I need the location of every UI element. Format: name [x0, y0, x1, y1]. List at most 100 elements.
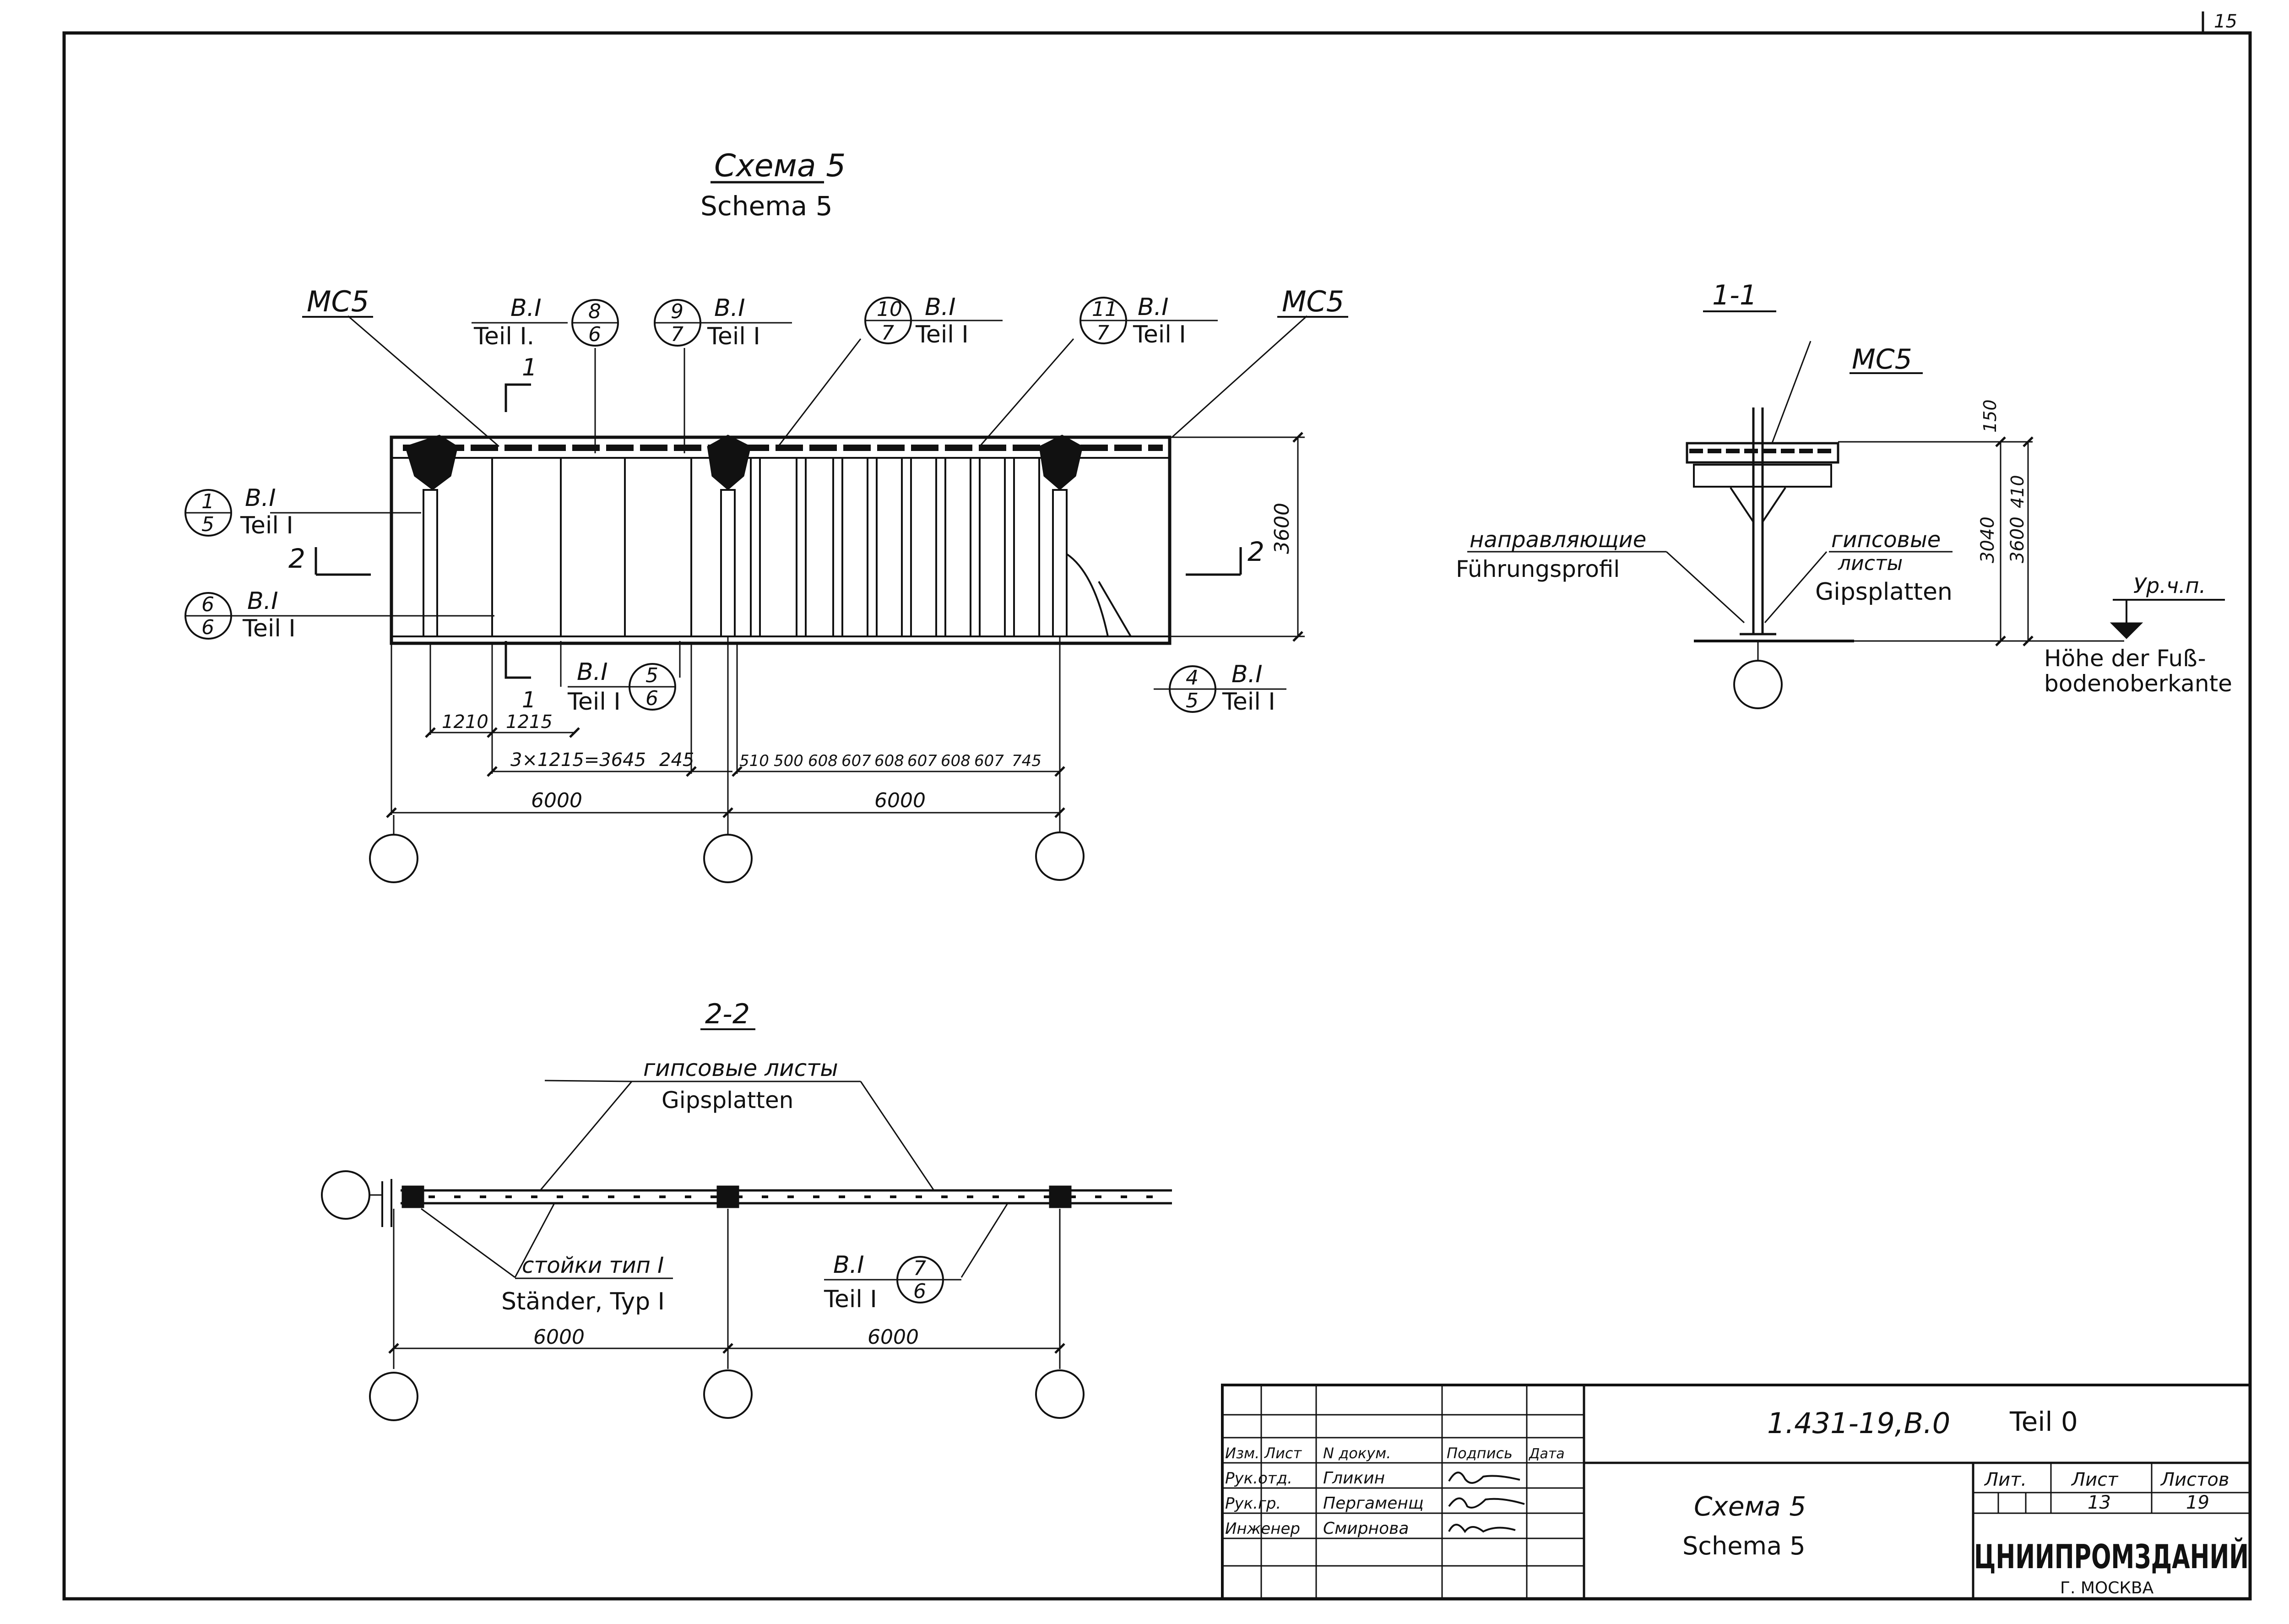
dim-150: 150: [1980, 399, 2000, 433]
floor-level-de-1: Höhe der Fuß-: [2044, 645, 2206, 672]
leader-lines: [270, 315, 1308, 687]
section-2-2-dim-left: 6000: [533, 1325, 585, 1349]
sheets-total: 19: [2186, 1492, 2209, 1513]
section-2-mark-left: [315, 547, 371, 576]
ref-5-num: 5: [645, 664, 658, 687]
dim-1215: 1215: [506, 712, 553, 733]
ref-4-bi: В.I: [1231, 661, 1263, 688]
col-header-doc: N докум.: [1323, 1445, 1391, 1462]
dim-span-left: 6000: [531, 789, 582, 812]
ref-4-sheet: 5: [1186, 689, 1199, 712]
ref-11-num: 11: [1092, 298, 1117, 321]
dim-span-right: 6000: [874, 789, 926, 812]
dim-right-bay-6: 607: [907, 752, 937, 770]
ref-9-bi: В.I: [714, 294, 745, 322]
ref-4-num: 4: [1186, 666, 1199, 690]
section-1-top-label: 1: [522, 354, 537, 381]
dimension-ticks: [386, 432, 1303, 818]
ref-8-teil: Teil I.: [473, 323, 534, 350]
section-1-1-gypsum-ru-2: листы: [1838, 552, 1903, 575]
dimension-lines: [391, 437, 1299, 814]
dim-right-bay-7: 608: [941, 752, 971, 770]
section-2-2-gypsum-de: Gipsplatten: [662, 1087, 793, 1113]
plan-column-right: [1049, 1185, 1072, 1208]
section-2-2-side-bubble: [321, 1170, 370, 1220]
ref-6-sheet: 6: [201, 616, 214, 639]
level-marker-icon: [2110, 622, 2143, 639]
dim-right-bay-4: 607: [841, 752, 871, 770]
dim-right-bay-3: 608: [808, 752, 838, 770]
doc-part: Teil 0: [2009, 1406, 2078, 1437]
section-1-1-guide-ru: направляющие: [1470, 527, 1646, 553]
section-1-1-guide-de: Führungsprofil: [1456, 556, 1620, 582]
section-1-1-mc5: МС5: [1852, 343, 1912, 375]
ref-8-num: 8: [588, 300, 601, 323]
role-engineer: Инженер: [1225, 1520, 1300, 1538]
org-name: ЦНИИПРОМЗДАНИЙ: [1974, 1537, 2249, 1576]
column-left: [405, 435, 458, 637]
dim-1210: 1210: [442, 712, 488, 733]
ref-5-sheet: 6: [645, 687, 658, 710]
lit-label: Лит.: [1984, 1469, 2027, 1490]
ref-10-num: 10: [877, 298, 902, 321]
dim-right-bay-5: 608: [874, 752, 904, 770]
section-1-1-axis-bubble: [1733, 660, 1783, 709]
section-1-1: 1-1: [1456, 279, 2232, 709]
ref-11-sheet: 7: [1096, 321, 1109, 345]
ref-9-num: 9: [671, 300, 683, 323]
scheme-title-ru: Схема 5: [714, 148, 846, 184]
dimension-extension-lines: [391, 436, 1305, 815]
level-label: Ур.ч.п.: [2133, 573, 2206, 598]
sheet-frame: [62, 31, 2252, 1601]
doc-code: 1.431-19,В.0: [1767, 1407, 1950, 1440]
stud-type-de: Ständer, Typ I: [501, 1288, 665, 1315]
dim-right-bay-8: 607: [974, 752, 1004, 770]
name-pergament: Пергаменщ: [1323, 1494, 1424, 1513]
ref-7-num: 7: [913, 1257, 926, 1280]
axis-bubble-2: [703, 834, 753, 883]
break-mark: [1066, 553, 1132, 637]
dim-3040: 3040: [1977, 516, 1998, 563]
ref-11-teil: Teil I: [1133, 321, 1186, 348]
sheet-label: Лист: [2071, 1469, 2119, 1490]
sheets-label: Листов: [2160, 1469, 2229, 1490]
title-block: [1221, 1384, 2251, 1600]
name-smirnova: Смирнова: [1323, 1519, 1409, 1538]
scheme-title-de: Schema 5: [700, 190, 833, 222]
axis-bubble-1: [369, 834, 418, 883]
doc-name-de: Schema 5: [1682, 1532, 1806, 1560]
dim-height-3600: 3600: [1270, 503, 1294, 554]
stud-type-ru: стойки тип I: [522, 1253, 664, 1278]
section-1-mark-bottom: [504, 641, 531, 679]
section-2-2-axis-3: [1035, 1369, 1085, 1419]
ref-4-teil: Teil I: [1222, 688, 1275, 716]
ref-5-teil: Teil I: [567, 688, 621, 716]
section-1-mark-top: [504, 383, 531, 412]
ref-10-teil: Teil I: [915, 321, 969, 348]
section-2-left-label: 2: [288, 543, 305, 574]
col-header-date: Дата: [1528, 1446, 1565, 1462]
role-head-group: Рук.гр.: [1225, 1494, 1281, 1513]
col-header-izm: Изм.: [1225, 1445, 1259, 1462]
mc5-label-right: МС5: [1282, 285, 1344, 318]
section-1-1-title: 1-1: [1712, 279, 1757, 311]
section-2-mark-right: [1186, 547, 1242, 576]
col-header-sign: Подпись: [1447, 1445, 1513, 1462]
section-2-right-label: 2: [1248, 536, 1264, 567]
section-1-bottom-label: 1: [522, 687, 536, 713]
dim-3x1215: 3×1215=3645: [510, 750, 646, 771]
elevation-view: [270, 315, 1308, 883]
title-block-text: 1.431-19,В.0 Teil 0 Схема 5 Schema 5 Изм…: [1225, 1406, 2249, 1597]
scheme-title: Схема 5 Schema 5: [700, 148, 846, 222]
ref-6-bi: В.I: [247, 587, 278, 615]
dim-3600-sec: 3600: [2007, 516, 2028, 563]
name-glikin: Гликин: [1323, 1469, 1385, 1488]
floor-level-de-2: bodenoberkante: [2044, 670, 2232, 697]
org-city: Г. МОСКВА: [2060, 1579, 2154, 1597]
column-middle: [707, 435, 751, 637]
col-header-list: Лист: [1264, 1445, 1302, 1462]
ref-11-bi: В.I: [1138, 293, 1169, 321]
ref-8-sheet: 6: [588, 323, 601, 346]
